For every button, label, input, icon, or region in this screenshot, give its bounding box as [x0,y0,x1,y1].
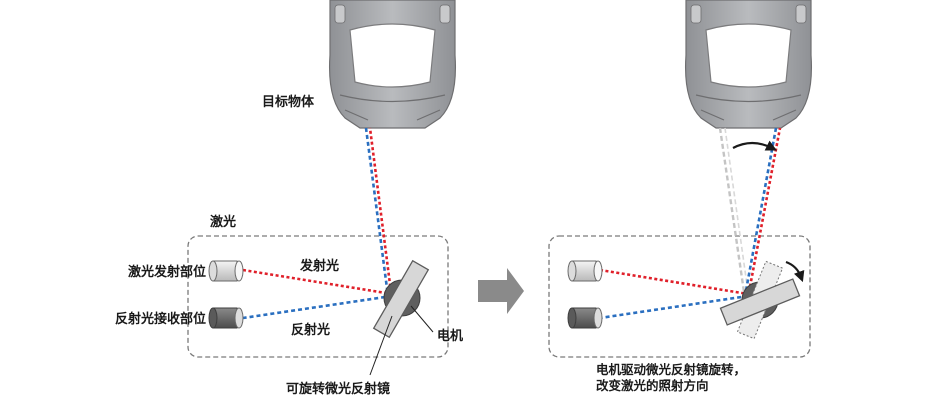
reflected-light-label: 反射光 [291,322,330,338]
right-housing-frame [548,235,811,358]
emitter-cylinder-right [567,260,603,282]
right-panel: 电机驱动微光反射镜旋转， 改变激光的照射方向 [548,0,813,393]
mirror-rotation-arrow [785,260,805,283]
laser-label: 激光 [210,214,236,230]
emitted-beam-to-target [368,127,393,293]
receiver-label: 反射光接收部位 [115,311,206,327]
mirror-label: 可旋转微光反射镜 [286,381,390,397]
reflected-beam-right [599,294,749,320]
emitter-label: 激光发射部位 [128,264,206,280]
rotated-mirror [719,278,801,326]
mirror-leader-line [369,315,393,376]
receiver-cylinder-right [567,307,603,329]
left-beams [242,127,393,320]
motor-leader-line [410,305,434,333]
transition-arrow [478,268,524,314]
emitted-beam-right [599,268,749,296]
emitted-beam-right-up [747,127,782,293]
emitted-light-label: 发射光 [299,258,339,274]
target-car [328,0,457,129]
caption-line1: 电机驱动微光反射镜旋转， [596,362,746,377]
caption-line2: 改变激光的照射方向 [596,378,709,393]
rotatable-mirror [372,259,430,339]
reflected-beam-to-receiver [242,294,393,320]
previous-beam-ghost-2 [724,127,749,293]
reflected-beam-right-down [743,127,778,297]
target-object-label: 目标物体 [262,94,315,110]
reflected-beam-from-target [364,127,390,297]
emitter-cylinder [208,260,244,282]
target-car-right [684,0,813,129]
beam-rotation-arrow [732,140,777,151]
motor-label: 电机 [437,328,463,344]
left-housing-frame [187,235,449,358]
receiver-cylinder [208,307,244,329]
left-panel: 目标物体 激光 激光发射部位 反射光接收部位 发射光 反射光 电机 可旋转微光反… [115,0,463,397]
previous-beam-ghost [718,127,746,293]
